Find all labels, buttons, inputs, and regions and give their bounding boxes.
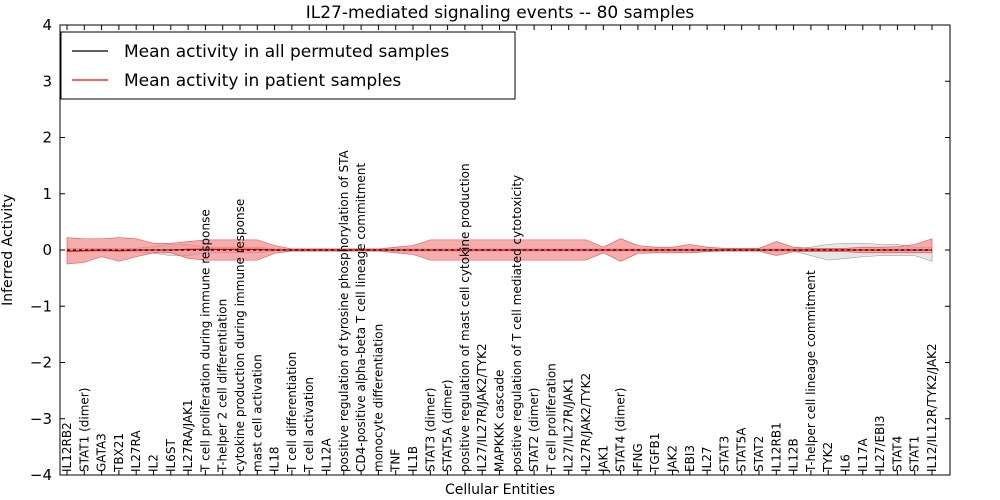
x-tick-label: JAK1 xyxy=(596,445,610,473)
x-tick-label: STAT5A xyxy=(735,427,749,472)
y-tick-label: −2 xyxy=(30,354,52,372)
y-tick-label: −1 xyxy=(30,297,52,315)
y-tick-label: −4 xyxy=(30,466,52,484)
chart-title: IL27-mediated signaling events -- 80 sam… xyxy=(306,3,695,23)
legend-box xyxy=(60,31,516,100)
y-tick-label: 1 xyxy=(42,185,52,203)
y-axis-label: Inferred Activity xyxy=(0,194,16,306)
x-axis-label: Cellular Entities xyxy=(445,482,555,498)
x-tick-label: T cell differentiation xyxy=(285,352,299,473)
y-ticks: 4 3 2 1 0 −1 −2 −3 −4 xyxy=(30,16,950,484)
x-tick-label: IL6ST xyxy=(164,439,178,472)
x-tick-label: IL27/IL27R/JAK2/TYK2 xyxy=(475,343,489,472)
x-tick-label: T cell activation xyxy=(302,377,316,473)
x-tick-label: IL12B xyxy=(787,438,801,472)
x-tick-label: TGFB1 xyxy=(648,433,662,473)
band-series-1 xyxy=(66,237,933,265)
x-tick-label: IL27R/JAK2/TYK2 xyxy=(579,373,593,472)
x-tick-label: IL27/EBI3 xyxy=(873,415,887,472)
x-tick-label: TBX21 xyxy=(112,433,126,473)
x-tick-label: T-helper 2 cell differentiation xyxy=(216,299,230,473)
y-tick-label: −3 xyxy=(30,410,52,428)
x-tick-label: positive regulation of tyrosine phosphor… xyxy=(337,149,351,472)
x-tick-label: IL12/IL12R/TYK2/JAK2 xyxy=(925,343,939,472)
x-tick-label: STAT3 xyxy=(717,436,731,472)
x-tick-label: STAT1 (dimer) xyxy=(77,388,91,472)
x-tick-label: EBI3 xyxy=(683,445,697,472)
legend-label-permuted: Mean activity in all permuted samples xyxy=(124,42,449,62)
x-tick-label: IL2 xyxy=(147,454,161,472)
x-tick-label: TNF xyxy=(389,449,403,473)
x-tick-label: IL12RB2 xyxy=(60,422,74,472)
x-tick-label: STAT2 (dimer) xyxy=(527,388,541,472)
x-tick-label: IL1B xyxy=(406,446,420,472)
series-lines xyxy=(66,248,932,252)
x-tick-label: monocyte differentiation xyxy=(371,324,385,472)
x-tick-label: JAK2 xyxy=(666,445,680,473)
x-tick-label: STAT3 (dimer) xyxy=(423,388,437,472)
plot-frame xyxy=(59,24,951,476)
x-tick-label: IL12A xyxy=(320,438,334,472)
x-tick-label: GATA3 xyxy=(95,433,109,472)
x-tick-label: IL17A xyxy=(856,438,870,472)
x-tick-label: mast cell activation xyxy=(250,354,264,472)
x-tick-label: CD4-positive alpha-beta T cell lineage c… xyxy=(354,163,368,472)
x-tick-label: IL6 xyxy=(839,454,853,472)
x-tick-label: positive regulation of T cell mediated c… xyxy=(510,175,524,472)
x-tick-label: positive regulation of mast cell cytokin… xyxy=(458,163,472,472)
x-tick-label: cytokine production during immune respon… xyxy=(233,199,247,472)
legend: Mean activity in all permuted samples Me… xyxy=(60,31,516,100)
x-tick-label: T-helper cell lineage commitment xyxy=(804,270,818,473)
x-tick-label: IL12RB1 xyxy=(769,422,783,472)
x-tick-label: T cell proliferation xyxy=(544,363,558,473)
y-tick-label: 0 xyxy=(42,241,52,259)
x-tick-label: IL27 xyxy=(700,447,714,473)
confidence-bands xyxy=(66,237,933,265)
x-tick-label: IFNG xyxy=(631,443,645,472)
x-tick-label: STAT4 (dimer) xyxy=(614,388,628,472)
x-tick-label: IL27RA xyxy=(129,430,143,472)
y-tick-label: 3 xyxy=(42,72,52,90)
x-tick-label: STAT1 xyxy=(908,436,922,472)
x-tick-label: IL27RA/JAK1 xyxy=(181,399,195,472)
x-tick-label: IL18 xyxy=(268,447,282,473)
x-tick-label: TYK2 xyxy=(821,442,835,473)
y-tick-label: 2 xyxy=(42,129,52,147)
x-tick-label: STAT2 xyxy=(752,436,766,472)
x-tick-label: STAT5A (dimer) xyxy=(441,379,455,472)
x-tick-label: MAPKKK cascade xyxy=(493,370,507,472)
y-tick-label: 4 xyxy=(42,16,52,34)
x-tick-label: STAT4 xyxy=(890,436,904,472)
x-tick-label: T cell proliferation during immune respo… xyxy=(198,209,212,473)
legend-label-patient: Mean activity in patient samples xyxy=(124,71,401,91)
x-tick-label: IL27/IL27R/JAK1 xyxy=(562,378,576,472)
